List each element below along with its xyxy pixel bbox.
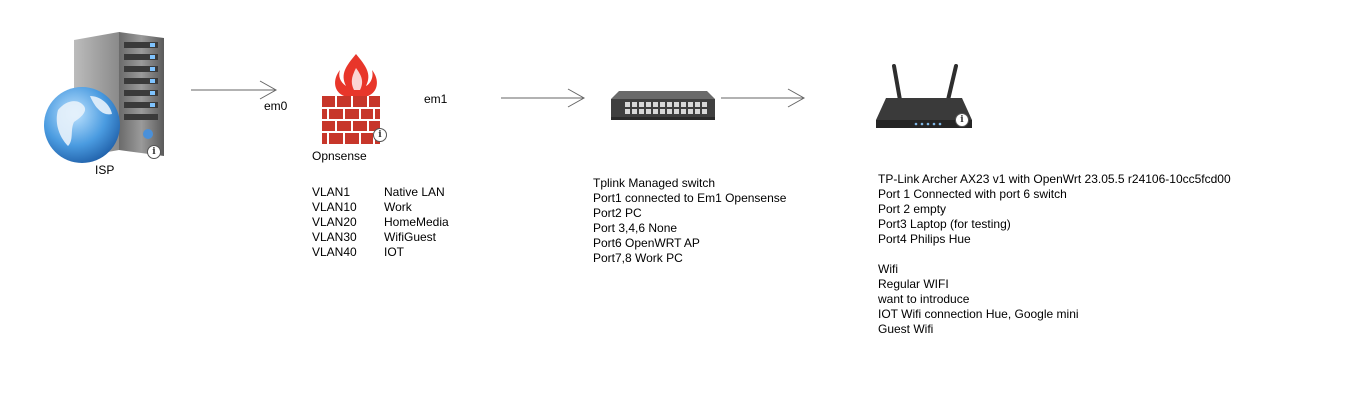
firewall-icon: [322, 54, 380, 144]
note-line: Port1 connected to Em1 Opensense: [593, 191, 787, 205]
vlan-name: Native LAN: [384, 185, 445, 199]
router-notes: TP-Link Archer AX23 v1 with OpenWrt 23.0…: [878, 172, 1231, 337]
vlan-row: VLAN10 Work: [312, 200, 449, 215]
link-arrow-switch-router: [721, 88, 806, 108]
note-line: Port 1 Connected with port 6 switch: [878, 187, 1067, 201]
isp-label: ISP: [95, 163, 115, 177]
vlan-row: VLAN40 IOT: [312, 245, 449, 260]
vlan-id: VLAN20: [312, 215, 357, 229]
wifi-router-icon: [876, 64, 972, 128]
link-arrow-isp-opnsense: [191, 80, 278, 100]
note-line: Wifi: [878, 262, 898, 276]
note-line: [878, 247, 1231, 262]
note-line: Port4 Philips Hue: [878, 232, 971, 246]
vlan-row: VLAN20 HomeMedia: [312, 215, 449, 230]
note-line: Port2 PC: [593, 206, 642, 220]
note-line: Tplink Managed switch: [593, 176, 716, 190]
vlan-name: IOT: [384, 245, 404, 259]
note-line: Port6 OpenWRT AP: [593, 236, 700, 250]
vlan-id: VLAN10: [312, 200, 357, 214]
interface-em1-label: em1: [424, 92, 448, 106]
network-switch-icon: [611, 91, 715, 120]
note-line: want to introduce: [878, 292, 970, 306]
info-icon[interactable]: i: [147, 145, 161, 159]
vlan-name: Work: [384, 200, 412, 214]
note-line: Port 3,4,6 None: [593, 221, 678, 235]
vlan-id: VLAN30: [312, 230, 357, 244]
info-icon[interactable]: i: [955, 113, 969, 127]
note-line: Port 2 empty: [878, 202, 947, 216]
note-line: Regular WIFI: [878, 277, 949, 291]
note-line: Guest Wifi: [878, 322, 934, 336]
vlan-name: HomeMedia: [384, 215, 449, 229]
vlan-id: VLAN40: [312, 245, 357, 259]
vlan-id: VLAN1: [312, 185, 351, 199]
vlan-row: VLAN30 WifiGuest: [312, 230, 449, 245]
vlan-row: VLAN1 Native LAN: [312, 185, 449, 200]
note-line: Port3 Laptop (for testing): [878, 217, 1011, 231]
vlan-name: WifiGuest: [384, 230, 437, 244]
note-line: IOT Wifi connection Hue, Google mini: [878, 307, 1079, 321]
opnsense-label: Opnsense: [312, 149, 367, 163]
note-line: TP-Link Archer AX23 v1 with OpenWrt 23.0…: [878, 172, 1231, 186]
server-globe-icon: [44, 32, 164, 163]
info-icon[interactable]: i: [373, 128, 387, 142]
link-arrow-opnsense-switch: [501, 88, 586, 108]
interface-em0-label: em0: [264, 99, 288, 113]
note-line: Port7,8 Work PC: [593, 251, 683, 265]
